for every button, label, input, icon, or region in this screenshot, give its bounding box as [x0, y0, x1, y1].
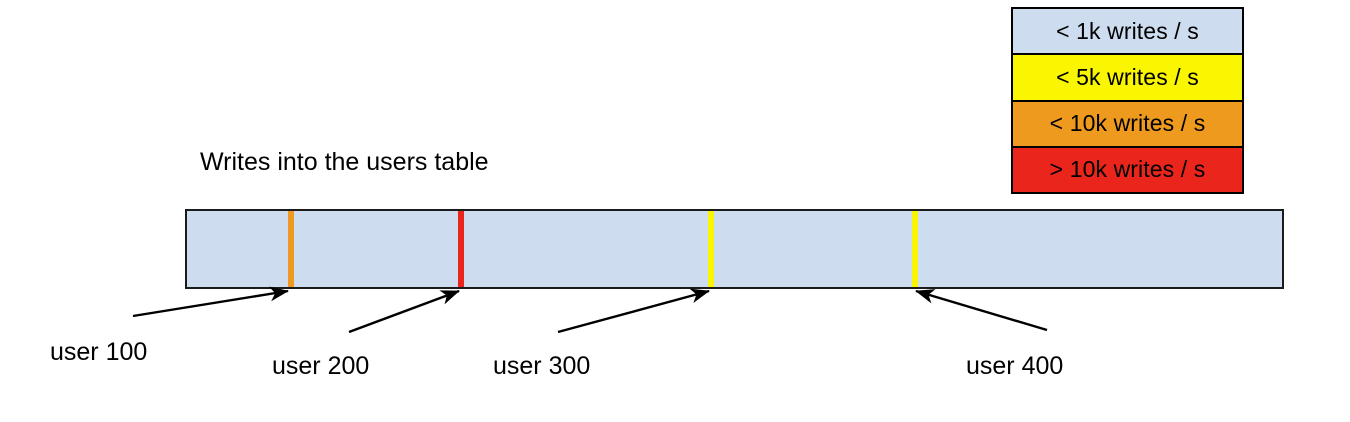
users-table-bar — [185, 209, 1284, 289]
legend-item-label: < 10k writes / s — [1049, 110, 1206, 137]
legend-item-lt-10k: < 10k writes / s — [1013, 101, 1242, 148]
arrow-user-200 — [348, 289, 460, 334]
legend-item-gt-10k: > 10k writes / s — [1013, 147, 1242, 192]
marker-label-user-200: user 200 — [272, 352, 370, 380]
marker-stripe-user-100 — [288, 211, 294, 287]
marker-stripe-user-300 — [708, 211, 714, 287]
legend-item-label: < 1k writes / s — [1056, 17, 1199, 44]
legend-item-lt-1k: < 1k writes / s — [1013, 9, 1242, 56]
marker-stripe-user-200 — [458, 211, 464, 287]
marker-label-user-100: user 100 — [50, 338, 148, 366]
arrow-user-300 — [557, 288, 710, 334]
legend-item-label: > 10k writes / s — [1049, 156, 1206, 183]
marker-label-user-300: user 300 — [493, 352, 591, 380]
diagram-caption: Writes into the users table — [200, 148, 489, 176]
legend: < 1k writes / s < 5k writes / s < 10k wr… — [1011, 7, 1244, 194]
legend-item-lt-5k: < 5k writes / s — [1013, 55, 1242, 102]
marker-stripe-user-400 — [912, 211, 918, 287]
arrow-user-400 — [915, 289, 1048, 332]
legend-item-label: < 5k writes / s — [1056, 63, 1199, 90]
arrow-user-100 — [132, 286, 289, 318]
marker-label-user-400: user 400 — [966, 352, 1064, 380]
